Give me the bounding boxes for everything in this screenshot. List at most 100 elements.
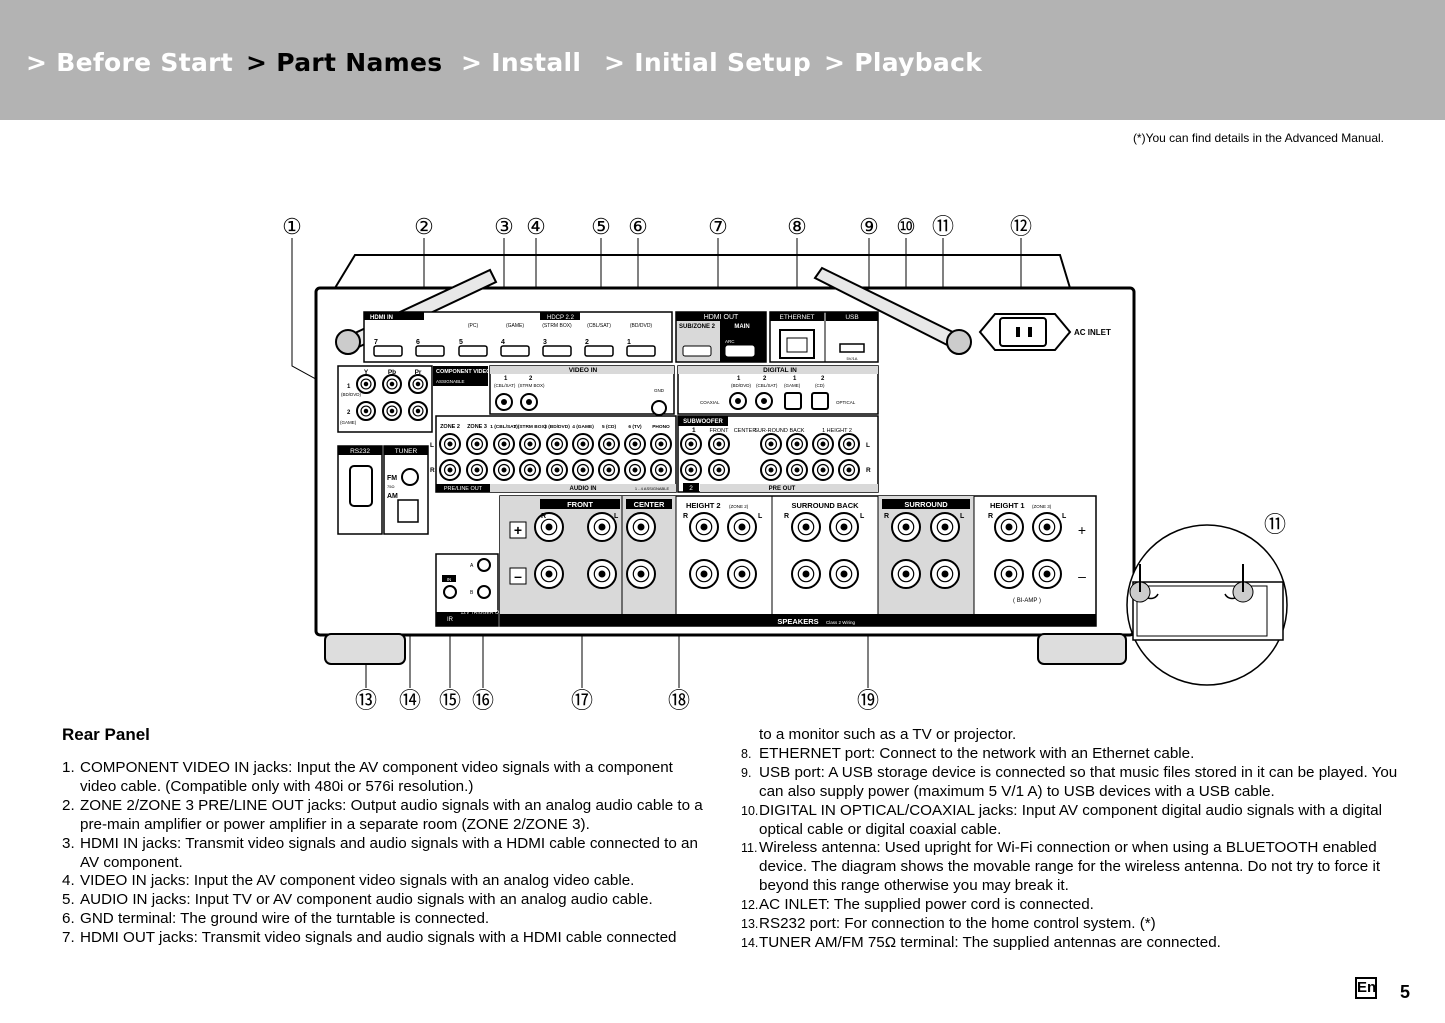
component-jack [382,374,402,394]
hdmi-out-main-label: MAIN [734,324,749,330]
usb-label: USB [845,314,858,321]
svg-text:RS232: RS232 [350,448,370,455]
svg-text:(STRM BOX): (STRM BOX) [518,383,545,388]
audio-jack [650,459,672,481]
component-jack [356,401,376,421]
hdmi-out-label: HDMI OUT [704,314,739,321]
hdmi-in-label: HDMI IN [370,315,393,321]
video-in-block: VIDEO IN 1 (CBL/SAT) 2 (STRM BOX) GND [489,365,675,416]
hdmi-in-source: (CBL/SAT) [587,323,611,329]
audio-jack [519,459,541,481]
tab-before-start[interactable]: > Before Start [26,48,234,77]
list-item-text: VIDEO IN jacks: Input the AV component v… [80,872,635,890]
svg-text:FRONT: FRONT [710,428,730,434]
channel-label: R [884,513,889,520]
hdmi-out-sub-label: SUB/ZONE 2 [679,324,716,330]
svg-text:1 HEIGHT 2: 1 HEIGHT 2 [822,428,852,434]
tab-install[interactable]: > Install [461,48,582,77]
svg-text:–: – [514,568,522,584]
page-number: 5 [1400,982,1411,1002]
list-item-text: COMPONENT VIDEO IN jacks: Input the AV c… [80,759,673,795]
svg-text:SURROUND: SURROUND [904,500,948,509]
list-item-number: 13. [741,917,759,932]
list-item: 8.ETHERNET port: Connect to the network … [741,745,1401,764]
audio-jack [572,433,594,455]
fm-terminal [401,468,419,486]
svg-text:SUBWOOFER: SUBWOOFER [683,419,723,425]
svg-text:2: 2 [763,376,767,382]
svg-text:(BD/DVD): (BD/DVD) [731,383,752,388]
callout-number: ⑪ [932,214,954,239]
list-item-text: HDMI OUT jacks: Transmit video signals a… [80,929,677,947]
channel-label: L [1062,513,1067,520]
tab-playback[interactable]: > Playback [824,48,983,77]
callout-number: ① [282,214,302,239]
list-item: 2.ZONE 2/ZONE 3 PRE/LINE OUT jacks: Outp… [62,797,712,835]
am-terminal [397,499,419,523]
svg-text:SPEAKERS: SPEAKERS [777,617,818,626]
component-video-in-block: Y Pb Pr 1 (BD/DVD) 2 (GAME) COMPONENT VI… [337,365,497,433]
list-item-number: 7. [62,929,75,947]
pre-out-jack [838,459,860,481]
callout-number: ⑱ [668,688,690,713]
audio-jack [598,459,620,481]
svg-text:(GAME): (GAME) [340,420,357,425]
speaker-terminal [829,512,859,542]
speaker-terminal [689,512,719,542]
hdmi-in-port [626,345,656,357]
subwoofer-jack [680,433,702,455]
svg-text:A: A [470,563,474,569]
list-item-text: TUNER AM/FM 75Ω terminal: The supplied a… [759,933,1221,951]
list-item-continuation: to a monitor such as a TV or projector. [759,726,1017,743]
speaker-terminal [994,512,1024,542]
antenna-range-detail [1126,524,1288,686]
svg-text:1: 1 [692,427,696,434]
svg-text:SURROUND BACK: SURROUND BACK [791,501,859,510]
list-item-text: RS232 port: For connection to the home c… [759,915,1156,933]
channel-label: R [784,513,789,520]
audio-in-label: 6 (TV) [628,424,642,430]
callout-number: ⑫ [1010,214,1032,239]
list-item-number: 9. [741,765,752,780]
tab-part-names[interactable]: > Part Names [246,48,443,77]
ethernet-usb-block: ETHERNET USB 5V/1A [769,311,879,363]
audio-jack [572,459,594,481]
svg-text:COMPONENT VIDEO IN: COMPONENT VIDEO IN [436,369,497,375]
usb-port [839,343,865,353]
svg-text:Class 2 Wiring: Class 2 Wiring [826,620,856,625]
channel-label: R [541,513,546,520]
svg-text:(GAME): (GAME) [784,383,801,388]
channel-label: L [860,513,865,520]
gnd-terminal [651,400,667,416]
svg-text:–: – [1078,568,1086,584]
callout-number: ⑩ [896,214,916,239]
ir-trigger-block: IR 12V TRIGGER OUT IN A B [435,553,505,627]
speaker-terminal [791,512,821,542]
audio-in-label: 1 (CBL/SAT) [490,424,518,430]
svg-text:1 - 4 ASSIGNABLE: 1 - 4 ASSIGNABLE [635,486,670,491]
svg-text:2: 2 [689,485,693,492]
svg-text:TUNER: TUNER [395,448,418,455]
component-jack [408,374,428,394]
pre-out-jack [708,459,730,481]
callout-number: ⑰ [571,688,593,713]
svg-text:+: + [514,522,522,538]
speaker-terminal [829,559,859,589]
speaker-terminal [534,559,564,589]
hdmi-in-number: 7 [374,339,378,346]
rear-panel-list-left: 1.COMPONENT VIDEO IN jacks: Input the AV… [62,759,712,948]
callout-number: ⑭ [399,688,421,713]
speaker-terminal [891,512,921,542]
audio-jack [624,459,646,481]
svg-text:(CBL/SAT): (CBL/SAT) [756,383,778,388]
callout-number: ⑥ [628,214,648,239]
svg-text:( BI-AMP ): ( BI-AMP ) [1013,598,1041,604]
pre-out-jack [812,433,834,455]
audio-jack [598,433,620,455]
audio-in-label: 2 (STRM BOX) [514,424,547,430]
tab-initial-setup[interactable]: > Initial Setup [604,48,812,77]
list-item: 5.AUDIO IN jacks: Input TV or AV compone… [62,891,712,910]
list-item-text: ETHERNET port: Connect to the network wi… [759,744,1195,762]
list-item-number: 6. [62,910,75,928]
callout-number: ⑮ [439,688,461,713]
